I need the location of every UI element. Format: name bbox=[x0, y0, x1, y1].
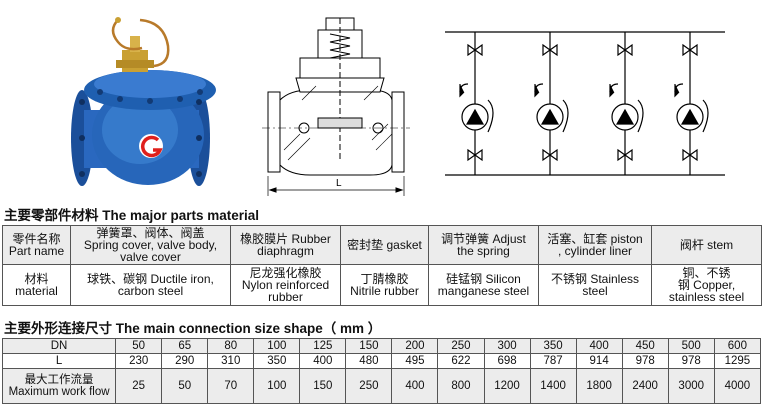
size-cell: 978 bbox=[621, 353, 669, 369]
size-row-label: DN bbox=[1, 338, 117, 354]
size-cell: 622 bbox=[437, 353, 485, 369]
size-cell: 350 bbox=[529, 338, 577, 354]
size-cell: 1400 bbox=[529, 368, 577, 404]
size-cell: 150 bbox=[345, 338, 393, 354]
size-cell: 100 bbox=[253, 368, 301, 404]
dimension-L: L bbox=[336, 178, 342, 189]
size-cell: 480 bbox=[345, 353, 393, 369]
size-cell: 2400 bbox=[621, 368, 669, 404]
size-cell: 25 bbox=[115, 368, 163, 404]
size-cell: 1200 bbox=[483, 368, 531, 404]
size-cell: 4000 bbox=[713, 368, 762, 404]
size-cell: 1295 bbox=[713, 353, 762, 369]
materials-section-title: 主要零部件材料 The major parts material bbox=[4, 208, 260, 223]
size-cell: 495 bbox=[391, 353, 439, 369]
size-cell: 1800 bbox=[575, 368, 623, 404]
size-cell: 300 bbox=[483, 338, 531, 354]
size-cell: 50 bbox=[161, 368, 209, 404]
header-piston: 活塞、缸套 piston, cylinder liner bbox=[538, 225, 652, 265]
size-cell: 250 bbox=[345, 368, 393, 404]
cross-section-drawing bbox=[262, 17, 410, 196]
size-cell: 500 bbox=[667, 338, 715, 354]
piping-schematic bbox=[445, 31, 725, 176]
size-cell: 400 bbox=[299, 353, 347, 369]
size-cell: 125 bbox=[299, 338, 347, 354]
size-cell: 100 bbox=[253, 338, 301, 354]
size-cell: 350 bbox=[253, 353, 301, 369]
size-cell: 70 bbox=[207, 368, 255, 404]
size-cell: 787 bbox=[529, 353, 577, 369]
size-cell: 250 bbox=[437, 338, 485, 354]
size-section-title: 主要外形连接尺寸 The main connection size shape（… bbox=[4, 321, 382, 336]
size-cell: 978 bbox=[667, 353, 715, 369]
size-cell: 800 bbox=[437, 368, 485, 404]
size-cell: 400 bbox=[575, 338, 623, 354]
size-cell: 400 bbox=[391, 368, 439, 404]
size-row-label: L bbox=[1, 353, 117, 369]
header-stem: 阀杆 stem bbox=[651, 225, 762, 265]
size-cell: 290 bbox=[161, 353, 209, 369]
size-cell: 65 bbox=[161, 338, 209, 354]
header-gasket: 密封垫 gasket bbox=[340, 225, 429, 265]
size-cell: 230 bbox=[115, 353, 163, 369]
size-cell: 200 bbox=[391, 338, 439, 354]
valve-photo bbox=[71, 17, 216, 186]
row-stem-material: 铜、不锈钢 Copper, stainless steel bbox=[651, 264, 762, 306]
size-cell: 80 bbox=[207, 338, 255, 354]
top-figures: L bbox=[71, 17, 725, 196]
size-cell: 3000 bbox=[667, 368, 715, 404]
size-cell: 600 bbox=[713, 338, 762, 354]
size-cell: 310 bbox=[207, 353, 255, 369]
size-cell: 50 bbox=[115, 338, 163, 354]
row-spring-cover-material: 球铁、碳钢 Ductile iron,carbon steel bbox=[70, 264, 231, 306]
size-cell: 450 bbox=[621, 338, 669, 354]
size-cell: 698 bbox=[483, 353, 531, 369]
size-cell: 150 bbox=[299, 368, 347, 404]
size-cell: 914 bbox=[575, 353, 623, 369]
